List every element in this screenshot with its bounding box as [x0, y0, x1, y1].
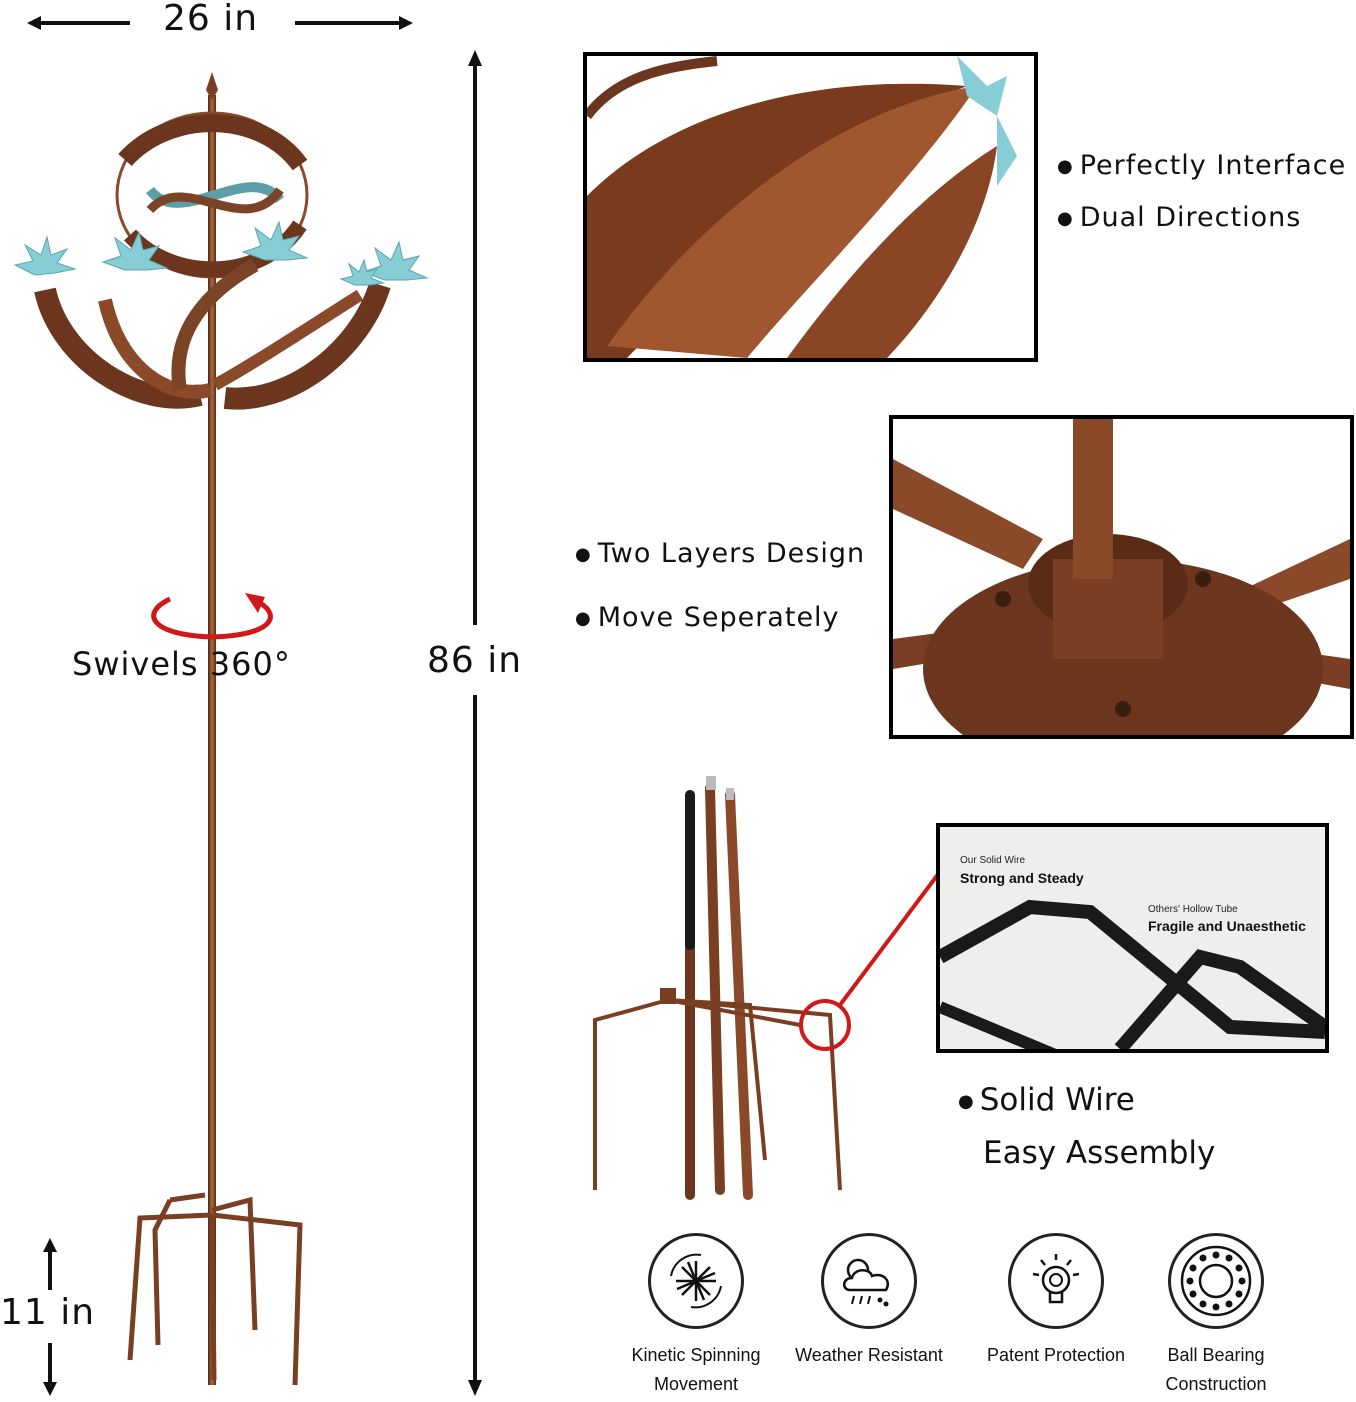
detail-photo-cups [583, 52, 1038, 362]
feature-bearing-line2: Construction [1165, 1374, 1267, 1394]
bullet-dot-icon: ● [958, 1091, 974, 1112]
feature-ball-bearing: Ball Bearing Construction [1136, 1233, 1296, 1399]
bullet-dual-directions: ●Dual Directions [1057, 202, 1302, 233]
kinetic-spinning-icon [648, 1233, 744, 1329]
bullet-dot-icon: ● [1057, 156, 1074, 177]
stake-arrow [43, 1238, 57, 1396]
feature-patent-line1: Patent Protection [986, 1345, 1126, 1365]
bullet-dot-icon: ● [575, 608, 592, 629]
feature-patent-protection: Patent Protection [972, 1233, 1140, 1370]
bullet-dot-icon: ● [575, 544, 592, 565]
bullet-two-layers: ●Two Layers Design [575, 538, 866, 569]
feature-weather-line1: Weather Resistant [795, 1345, 943, 1365]
detail-photo-bearing [889, 415, 1354, 739]
feature-bearing-line1: Ball Bearing [1167, 1345, 1265, 1365]
our-wire-title: Strong and Steady [960, 870, 1084, 886]
height-arrow [468, 50, 482, 1396]
width-label: 26 in [163, 0, 259, 39]
other-wire-title: Fragile and Unaesthetic [1148, 918, 1306, 934]
disassembled-parts-illustration [593, 776, 842, 1200]
swivel-label: Swivels 360° [72, 645, 291, 683]
feature-kinetic-spinning: Kinetic Spinning Movement [616, 1233, 776, 1399]
bullet-solid-wire: ●Solid Wire [958, 1082, 1135, 1118]
wire-highlight-callout [799, 859, 951, 1051]
our-wire-caption: Our Solid Wire [960, 855, 1026, 866]
height-label: 86 in [427, 640, 523, 681]
width-arrow [27, 16, 413, 30]
bullet-dot-icon: ● [1057, 208, 1074, 229]
feature-kinetic-line2: Movement [653, 1374, 739, 1394]
weather-resistant-icon [821, 1233, 917, 1329]
patent-protection-icon [1008, 1233, 1104, 1329]
feature-weather-resistant: Weather Resistant [785, 1233, 953, 1370]
ball-bearing-icon [1168, 1233, 1264, 1329]
feature-kinetic-line1: Kinetic Spinning [631, 1345, 761, 1365]
bullet-perfectly-interface: ●Perfectly Interface [1057, 150, 1347, 181]
other-wire-caption: Others' Hollow Tube [1148, 904, 1238, 915]
bullet-move-separately: ●Move Seperately [575, 602, 840, 633]
swivel-rotation-icon [151, 593, 273, 640]
wire-comparison-drawing [940, 827, 1325, 1049]
stake-label: 11 in [0, 1292, 96, 1333]
wind-spinner-illustration [13, 72, 429, 1386]
bullet-easy-assembly: Easy Assembly [983, 1135, 1216, 1171]
wire-comparison-panel: Our Solid Wire Strong and Steady Others'… [936, 823, 1329, 1053]
